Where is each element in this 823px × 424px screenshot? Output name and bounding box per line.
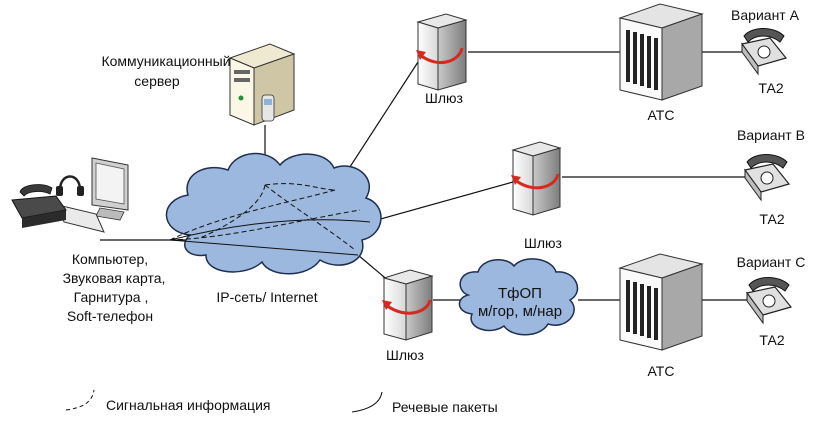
gateway-b-label: Шлюз (524, 235, 562, 251)
pstn-cloud-shape (458, 258, 579, 336)
gateway-a-label: Шлюз (425, 90, 463, 106)
pbx-c-icon (618, 253, 704, 351)
pbx-c-label: АТС (648, 363, 675, 379)
voice-solid-lines (169, 219, 371, 256)
headset-icon (56, 175, 84, 196)
legend-voice-solid-icon (351, 391, 383, 413)
communication-server-icon (228, 43, 296, 126)
phone-a-icon (740, 28, 788, 76)
signal-dashed-lines (169, 183, 361, 251)
monitor-icon (91, 157, 129, 221)
computer-label-line1: Компьютер, (72, 251, 148, 267)
phone-c-label: ТА2 (759, 332, 784, 348)
pstn-label-line2: м/гор, м/нар (478, 303, 562, 320)
gateway-a-icon (416, 13, 468, 91)
server-label-line2: сервер (134, 73, 180, 89)
gateway-c-label: Шлюз (386, 347, 424, 363)
variant-a-label: Вариант А (731, 7, 800, 23)
computer-workstation (11, 157, 129, 233)
computer-label-line4: Soft-телефон (67, 308, 153, 324)
variant-c-label: Вариант С (737, 254, 806, 270)
phone-a-label: ТА2 (758, 80, 783, 96)
cloud-shape (165, 152, 382, 275)
pstn-cloud (458, 258, 579, 336)
ip-network-cloud (165, 152, 382, 275)
network-label: IP-сеть/ Internet (216, 289, 317, 305)
phone-c-icon (745, 277, 793, 325)
legend-voice-label: Речевые пакеты (392, 399, 498, 415)
pstn-label-line1: ТфОП (498, 285, 542, 302)
desk-phone-icon (11, 184, 67, 228)
line-cloud-gateway-b (369, 181, 514, 223)
legend-signal-label: Сигнальная информация (106, 397, 270, 413)
phone-b-label: ТА2 (759, 211, 784, 227)
server-label-line1: Коммуникационный (101, 53, 230, 69)
phone-b-icon (743, 154, 791, 202)
computer-label-line2: Звуковая карта, (63, 270, 166, 286)
pbx-a-label: АТС (648, 107, 675, 123)
gateway-b-icon (511, 141, 562, 216)
gateway-c-icon (382, 269, 434, 341)
legend-signal-dashed-icon (65, 389, 95, 411)
variant-b-label: Вариант В (737, 127, 805, 143)
computer-label-line3: Гарнитура , (74, 289, 149, 305)
pbx-a-icon (618, 3, 704, 101)
